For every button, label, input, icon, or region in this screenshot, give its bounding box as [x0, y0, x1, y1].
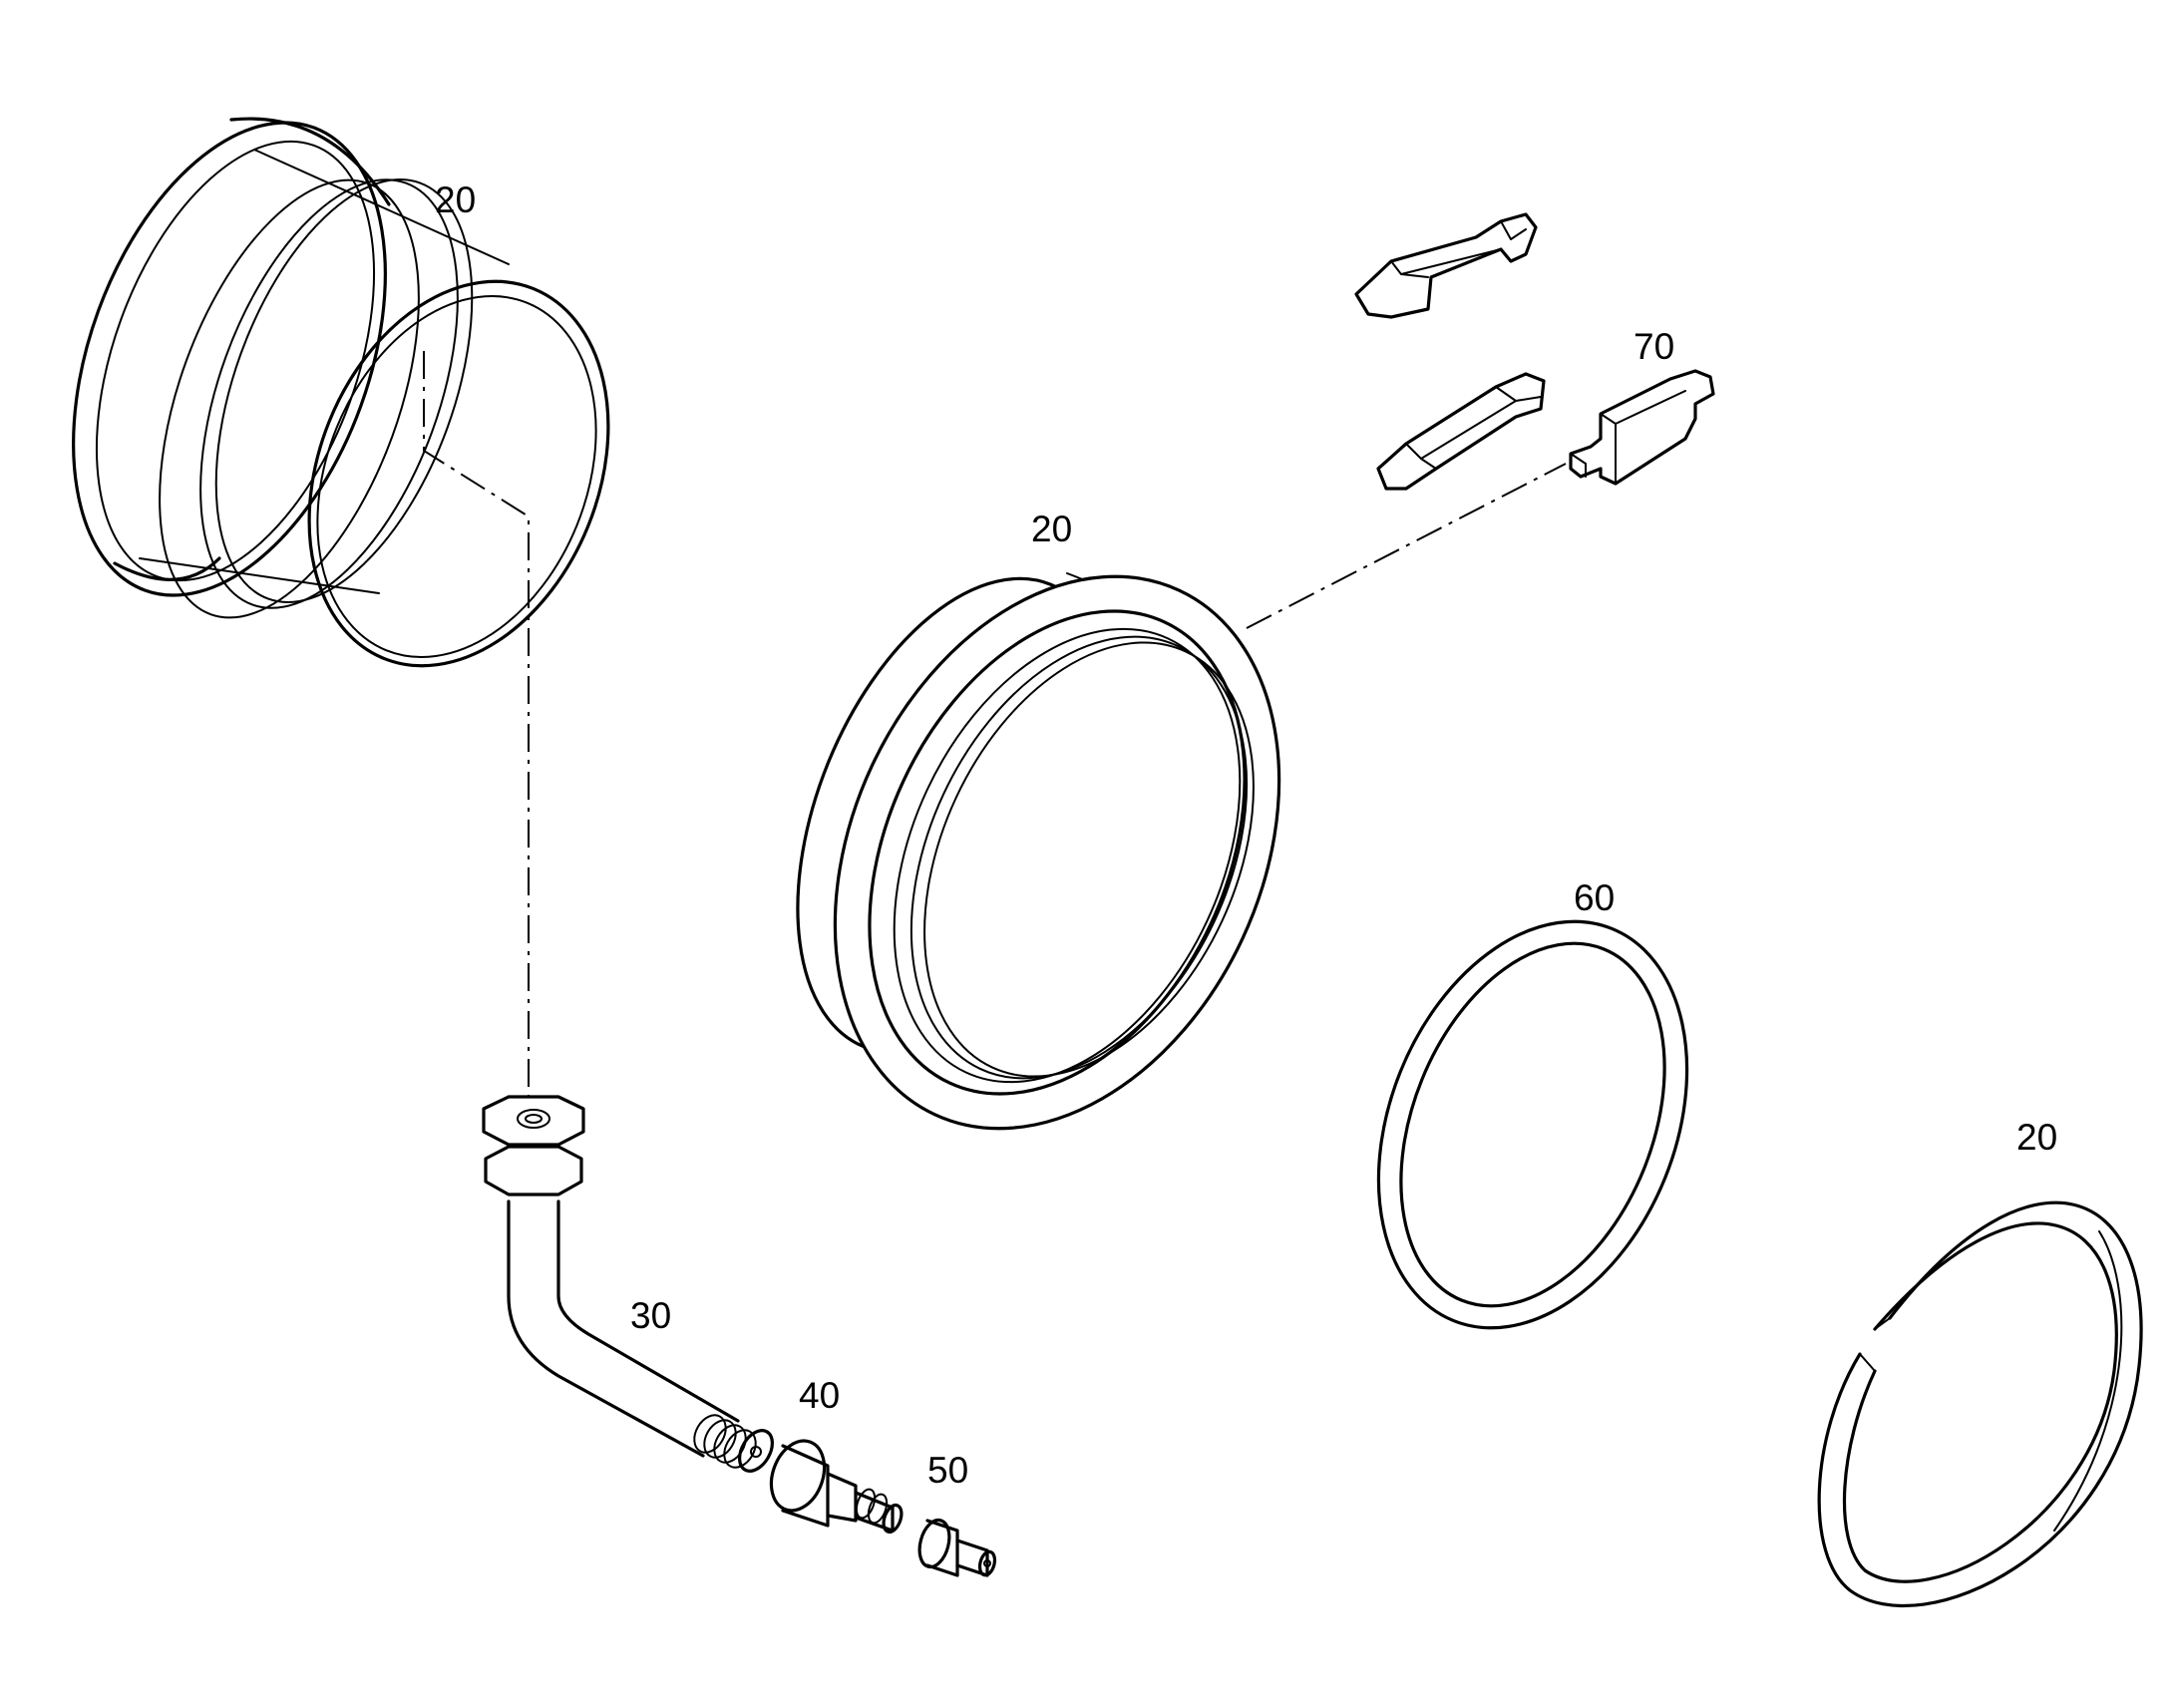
assembly-leader-line: [423, 351, 530, 1102]
lock-ring-part: [1817, 1200, 2143, 1608]
valve-adapter-part-number: 40: [799, 1375, 840, 1416]
lock-bar-top: [1354, 212, 1546, 491]
rim-flange-part-number: 20: [1031, 509, 1072, 549]
o-ring-part: [1376, 919, 1689, 1330]
valve-cap-part: [917, 1518, 997, 1577]
o-ring-part-number: 60: [1574, 877, 1615, 918]
thread-section: [693, 1414, 774, 1473]
wheel-rim-part: [72, 117, 610, 668]
valve-adapter-part: [769, 1439, 904, 1535]
driver-key-part: [1569, 369, 1715, 486]
driver-key-leader-line: [1246, 463, 1567, 629]
valve-stem-part: [482, 1095, 774, 1473]
driver-key-part-number: 70: [1634, 326, 1674, 367]
valve-stem-part-number: 30: [630, 1295, 671, 1336]
valve-cap-part-number: 50: [927, 1450, 968, 1491]
rim-part-number: 20: [435, 179, 476, 220]
rim-flange-part: [796, 572, 1281, 1131]
lock-ring-part-number: 20: [2016, 1117, 2057, 1158]
